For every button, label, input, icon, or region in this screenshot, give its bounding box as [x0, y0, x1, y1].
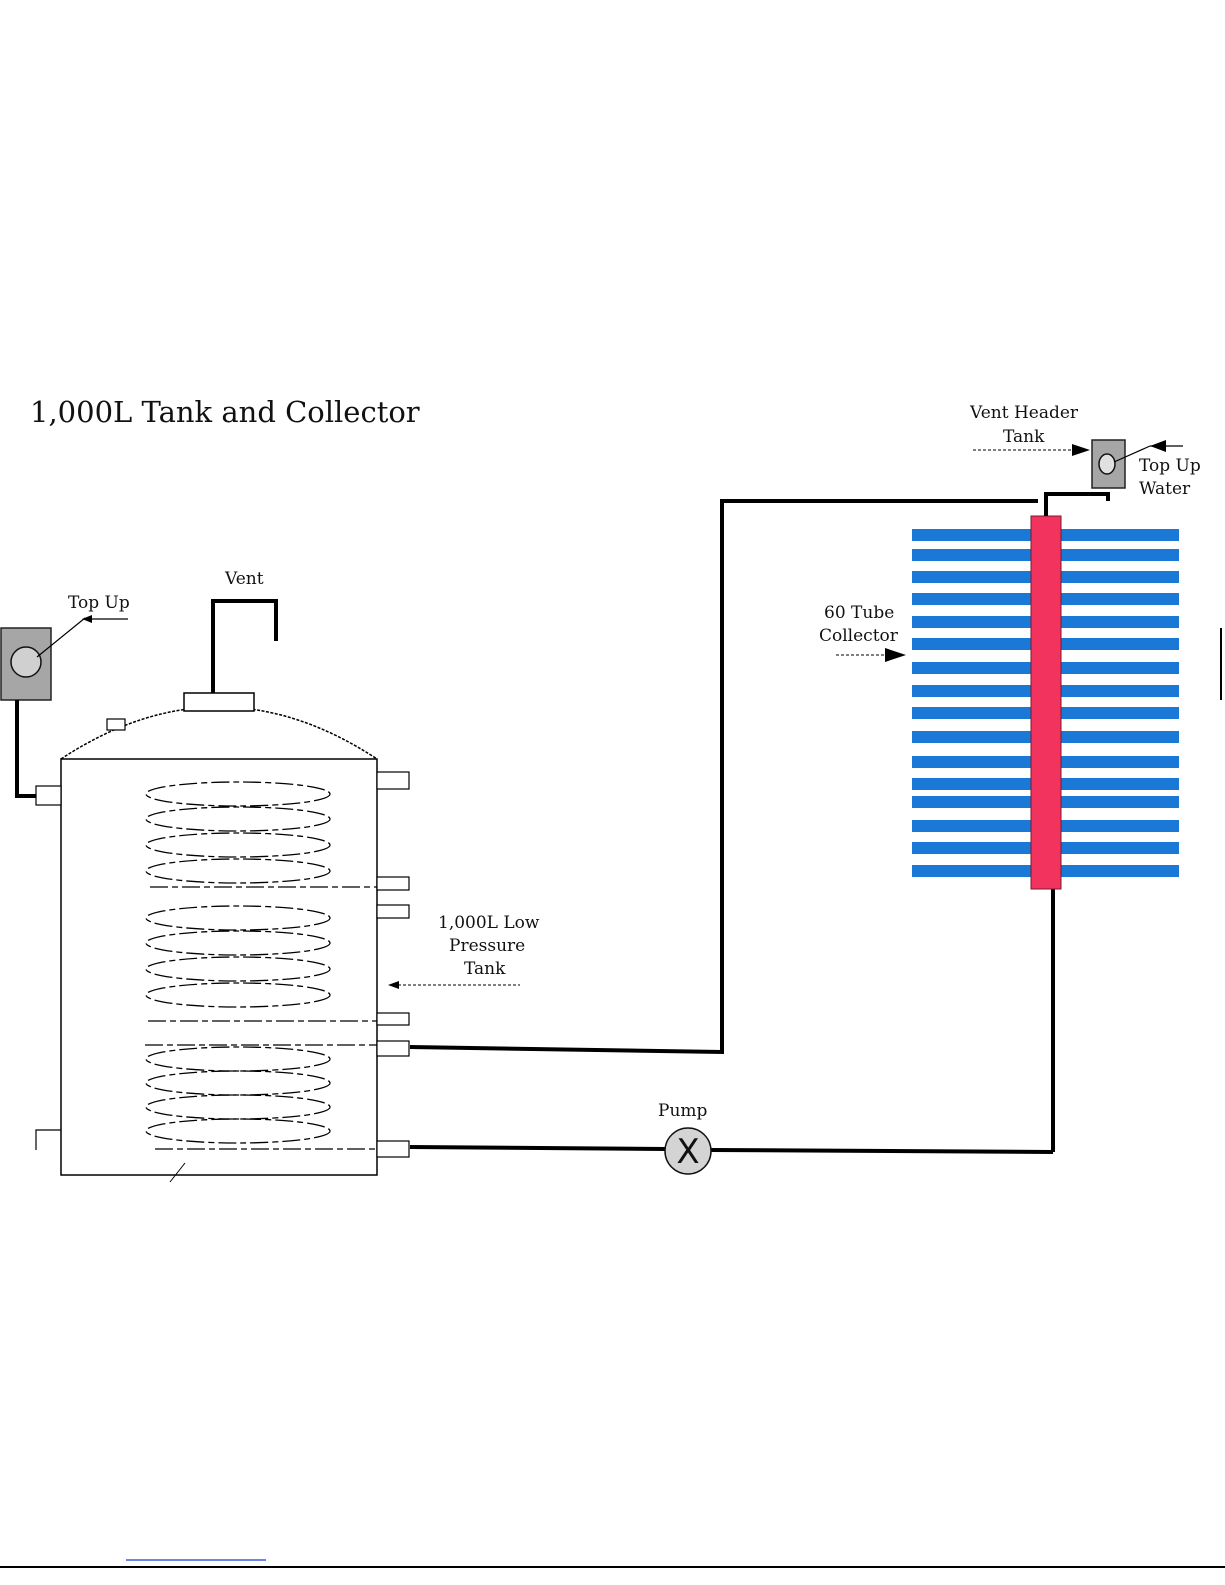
collector-manifold	[1031, 516, 1061, 889]
vent-header-float-valve	[1099, 454, 1115, 474]
collector-pointer-head	[885, 648, 906, 662]
collector-label-line1: 60 Tube	[824, 603, 894, 623]
tank-drain-fitting	[36, 1130, 61, 1150]
collector-tube-right	[1060, 616, 1179, 628]
vent-header-tank	[1092, 440, 1125, 488]
vent-header-pipe	[1046, 494, 1108, 516]
collector-tube-right	[1060, 731, 1179, 743]
collector-tube-left	[912, 571, 1032, 583]
return-pipe-left	[410, 1147, 665, 1149]
collector-tube-left	[912, 731, 1032, 743]
collector-tube-left	[912, 707, 1032, 719]
collector-tube-left	[912, 593, 1032, 605]
tank-label-line1: 1,000L Low	[438, 913, 540, 933]
collector-tube-right	[1060, 571, 1179, 583]
collector-tube-right	[1060, 662, 1179, 674]
storage-tank	[36, 693, 409, 1182]
pump-label: Pump	[658, 1101, 708, 1121]
pump-symbol: X	[676, 1132, 699, 1172]
tank-dome-fitting	[107, 719, 125, 730]
top-up-float-valve	[11, 647, 41, 677]
vent-header-pointer-head	[1072, 444, 1090, 456]
top-up-water-arrow-head	[1150, 440, 1166, 452]
vent-header-label-line1: Vent Header	[969, 403, 1079, 423]
collector-tube-left	[912, 616, 1032, 628]
collector-tube-right	[1060, 549, 1179, 561]
collector-tube-right	[1060, 778, 1179, 790]
collector-tube-left	[912, 778, 1032, 790]
collector-label-line2: Collector	[819, 626, 899, 646]
collector-tube-left	[912, 549, 1032, 561]
vent-header-label-line2: Tank	[1003, 427, 1045, 447]
top-up-tank	[1, 628, 51, 700]
collector-tube-left	[912, 756, 1032, 768]
return-pipe-right	[711, 1150, 1053, 1152]
collector-tube-left	[912, 638, 1032, 650]
collector-tube-left	[912, 842, 1032, 854]
collector-tube-right	[1060, 593, 1179, 605]
collector-tube-right	[1060, 685, 1179, 697]
collector-tube-right	[1060, 796, 1179, 808]
top-up-feed-pipe	[17, 700, 36, 796]
collector-tube-left	[912, 529, 1032, 541]
top-up-water-label-line2: Water	[1139, 479, 1191, 499]
collector-tube-right	[1060, 707, 1179, 719]
tank-label-line2: Pressure	[449, 936, 525, 956]
tank-inlet-fitting	[36, 786, 61, 805]
top-up-label: Top Up	[68, 593, 130, 613]
vent-pipe	[213, 601, 276, 693]
collector-tube-right	[1060, 529, 1179, 541]
tank-pointer-head	[388, 981, 399, 989]
tank-dome	[61, 707, 377, 759]
top-up-water-label-line1: Top Up	[1139, 456, 1201, 476]
tank-manhole	[184, 693, 254, 711]
tank-side-fittings	[377, 772, 409, 1157]
top-up-arrow-head	[82, 615, 92, 623]
collector-tube-left	[912, 820, 1032, 832]
collector-tube-left	[912, 796, 1032, 808]
collector-tube-right	[1060, 842, 1179, 854]
collector-tube-right	[1060, 820, 1179, 832]
collector-tube-right	[1060, 756, 1179, 768]
collector-tube-left	[912, 865, 1032, 877]
collector-tube-right	[1060, 638, 1179, 650]
collector-tube-left	[912, 685, 1032, 697]
collector-tube-right	[1060, 865, 1179, 877]
tank-label-line3: Tank	[464, 959, 506, 979]
collector-tube-left	[912, 662, 1032, 674]
vent-label: Vent	[224, 569, 264, 589]
circulation-pump: X	[665, 1128, 711, 1174]
diagram-title: 1,000L Tank and Collector	[30, 395, 420, 429]
